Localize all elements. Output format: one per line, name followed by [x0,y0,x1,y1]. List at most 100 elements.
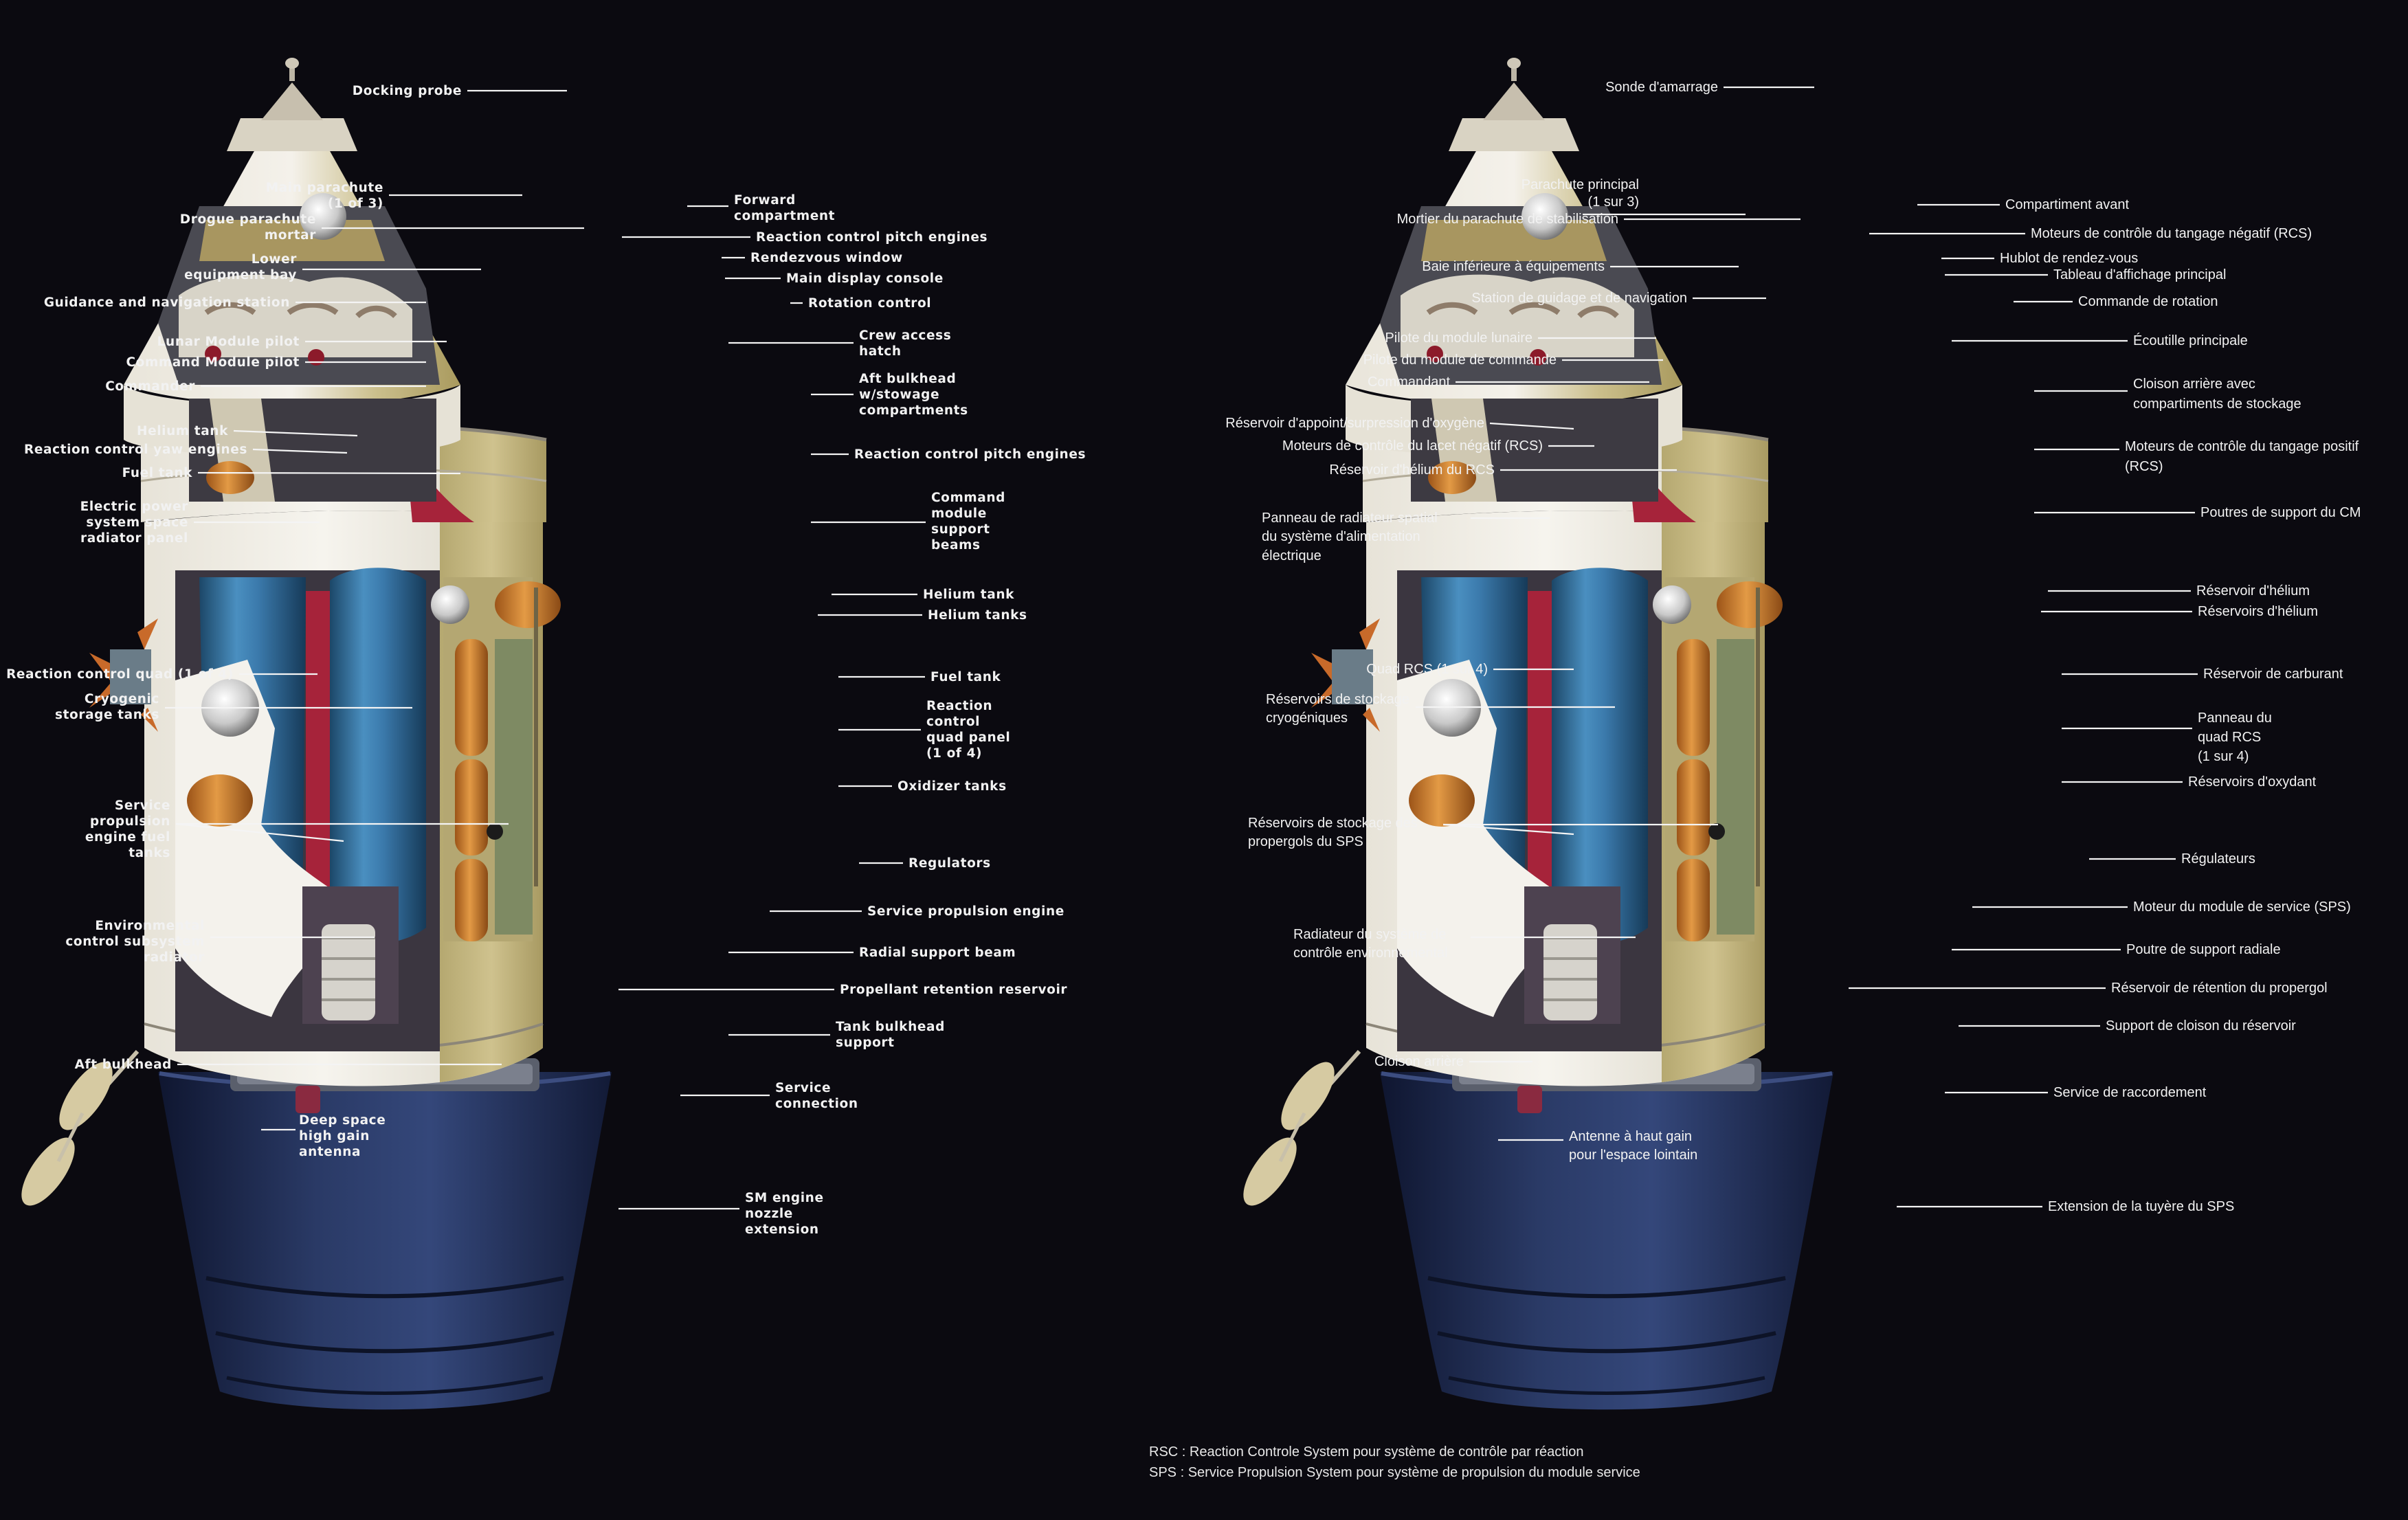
fr-label-14-line-0: Réservoirs de stockage des [1248,816,1418,831]
fr-label-9-line-0: Moteurs de contrôle du lacet négatif (RC… [1282,438,1543,454]
en-label-8-line-0: Helium tank [137,424,228,438]
en-label-14-line-3: tanks [129,846,170,860]
fr-label-26-line-0: Poutres de support du CM [2200,505,2361,520]
fr-label-6-line-0: Pilote du module de commande [1363,353,1557,368]
fr-label-2-line-0: Mortier du parachute de stabilisation [1397,212,1618,227]
fr-leader-14-0 [1442,823,1574,836]
en-label-11-line-1: system space [86,515,188,530]
en-label-2-line-1: mortar [265,228,316,243]
fr-label-24-line-1: compartiments de stockage [2133,396,2301,412]
fr-label-1-line-0: Parachute principal [1521,177,1639,192]
en-label-26-line-1: module [931,506,987,521]
fr-label-4-line-0: Station de guidage et de navigation [1471,291,1687,306]
en-label-30-line-2: quad panel [926,730,1010,745]
en-label-30-line-3: (1 of 4) [926,746,982,761]
fr-label-10-line-0: Réservoir d'hélium du RCS [1329,462,1495,478]
en-label-1-line-1: (1 of 3) [328,197,383,211]
en-label-37-line-0: Service [775,1081,831,1095]
en-label-13-line-0: Cryogenic [85,692,159,706]
en-label-27-line-0: Helium tank [923,588,1014,602]
en-label-12-line-0: Reaction control quad (1 of 4) [6,667,234,682]
fr-label-37-line-0: Service de raccordement [2053,1085,2207,1100]
en-label-32-line-0: Regulators [908,856,991,871]
en-label-9-line-0: Reaction control yaw engines [24,443,247,457]
fr-label-8-line-0: Réservoir d'appoint/surpression d'oxygèn… [1225,416,1484,431]
en-label-22-line-0: Rotation control [808,296,931,311]
en-label-2-line-0: Drogue parachute [180,212,316,227]
en-label-18-line-0: Forward [734,193,796,208]
en-label-37-line-1: connection [775,1097,858,1111]
en-label-15-line-0: Environmental [95,919,205,933]
en-leader-8-0 [233,429,358,437]
en-label-33-line-0: Service propulsion engine [867,904,1064,919]
en-label-34-line-0: Radial support beam [859,946,1016,960]
fr-label-34-line-0: Poutre de support radiale [2126,942,2281,957]
en-label-30-line-0: Reaction [926,699,992,713]
fr-label-30-line-2: (1 sur 4) [2198,749,2249,764]
fr-label-27-line-0: Réservoir d'hélium [2196,583,2310,599]
footnote-rcs: RSC : Reaction Controle System pour syst… [1149,1444,1584,1460]
fr-leader-8-0 [1489,422,1574,430]
en-label-17-line-0: Deep space [299,1113,386,1128]
fr-label-29-line-0: Réservoir de carburant [2203,667,2343,682]
en-label-21-line-0: Main display console [786,271,944,286]
en-leader-9-0 [252,448,348,454]
fr-label-38-line-0: Extension de la tuyère du SPS [2048,1199,2234,1214]
fr-label-0-line-0: Sonde d'amarrage [1605,80,1718,95]
en-label-18-line-1: compartment [734,209,835,223]
en-label-0-line-0: Docking probe [353,84,462,98]
footnote-sps: SPS : Service Propulsion System pour sys… [1149,1465,1640,1480]
fr-label-23-line-0: Écoutille principale [2133,333,2248,348]
fr-label-35-line-0: Réservoir de rétention du propergol [2111,981,2328,996]
en-label-38-line-0: SM engine [745,1191,824,1205]
fr-label-14-line-1: propergols du SPS [1248,834,1363,849]
en-label-24-line-2: compartments [859,403,968,418]
fr-label-11-line-0: Panneau de radiateur spatial [1262,511,1438,526]
en-label-14-line-0: Service [115,798,170,813]
en-label-38-line-1: nozzle [745,1207,793,1221]
en-leader-14-0 [175,823,344,842]
fr-label-15-line-0: Radiateur du système de [1293,927,1446,942]
fr-label-5-line-0: Pilote du module lunaire [1385,331,1532,346]
fr-label-30-line-1: quad RCS [2198,730,2261,745]
fr-label-11-line-2: électrique [1262,548,1322,563]
fr-label-28-line-0: Réservoirs d'hélium [2198,604,2318,619]
fr-label-24-line-0: Cloison arrière avec [2133,377,2255,392]
en-label-5-line-0: Lunar Module pilot [157,335,300,349]
fr-label-15-line-1: contrôle environnemental [1293,946,1448,961]
csm-illustration-english [12,58,612,1409]
en-label-19-line-0: Reaction control pitch engines [756,230,988,245]
fr-label-13-line-0: Réservoirs de stockage [1266,692,1409,707]
footnotes: RSC : Reaction Controle System pour syst… [1149,1442,1640,1483]
en-label-24-line-1: w/stowage [859,388,939,402]
en-label-1-line-0: Main parachute [266,181,383,195]
fr-label-25-line-0: Moteurs de contrôle du tangage positif [2125,439,2359,454]
en-label-15-line-2: radiator [144,950,205,965]
en-label-4-line-0: Guidance and navigation station [44,295,290,310]
fr-label-31-line-0: Réservoirs d'oxydant [2188,774,2317,790]
en-label-26-line-2: support [931,522,990,537]
fr-label-36-line-0: Support de cloison du réservoir [2106,1018,2296,1033]
en-label-28-line-0: Helium tanks [928,608,1027,623]
fr-label-3-line-0: Baie inférieure à équipements [1422,259,1605,274]
fr-label-22-line-0: Commande de rotation [2078,294,2218,309]
en-label-11-line-0: Electric power [80,500,189,514]
en-label-38-line-2: extension [745,1222,819,1237]
fr-label-16-line-0: Cloison arrière [1374,1054,1464,1069]
fr-label-12-line-0: Quad RCS (1 sur 4) [1366,662,1488,677]
fr-label-1-line-1: (1 sur 3) [1588,194,1639,210]
leader-lines [165,86,2198,1210]
en-label-3-line-0: Lower [252,252,298,267]
en-label-14-line-2: engine fuel [85,830,170,845]
en-label-24-line-0: Aft bulkhead [859,372,956,386]
fr-label-32-line-0: Régulateurs [2181,851,2255,867]
fr-label-13-line-1: cryogéniques [1266,711,1348,726]
en-label-26-line-0: Command [931,491,1005,505]
fr-label-33-line-0: Moteur du module de service (SPS) [2133,899,2351,915]
en-label-20-line-0: Rendezvous window [750,251,903,265]
en-label-11-line-2: radiator panel [80,531,188,546]
fr-label-25-line-1: (RCS) [2125,459,2163,474]
fr-label-11-line-1: du système d'alimentation [1262,529,1420,544]
en-label-17-line-1: high gain [299,1129,370,1143]
